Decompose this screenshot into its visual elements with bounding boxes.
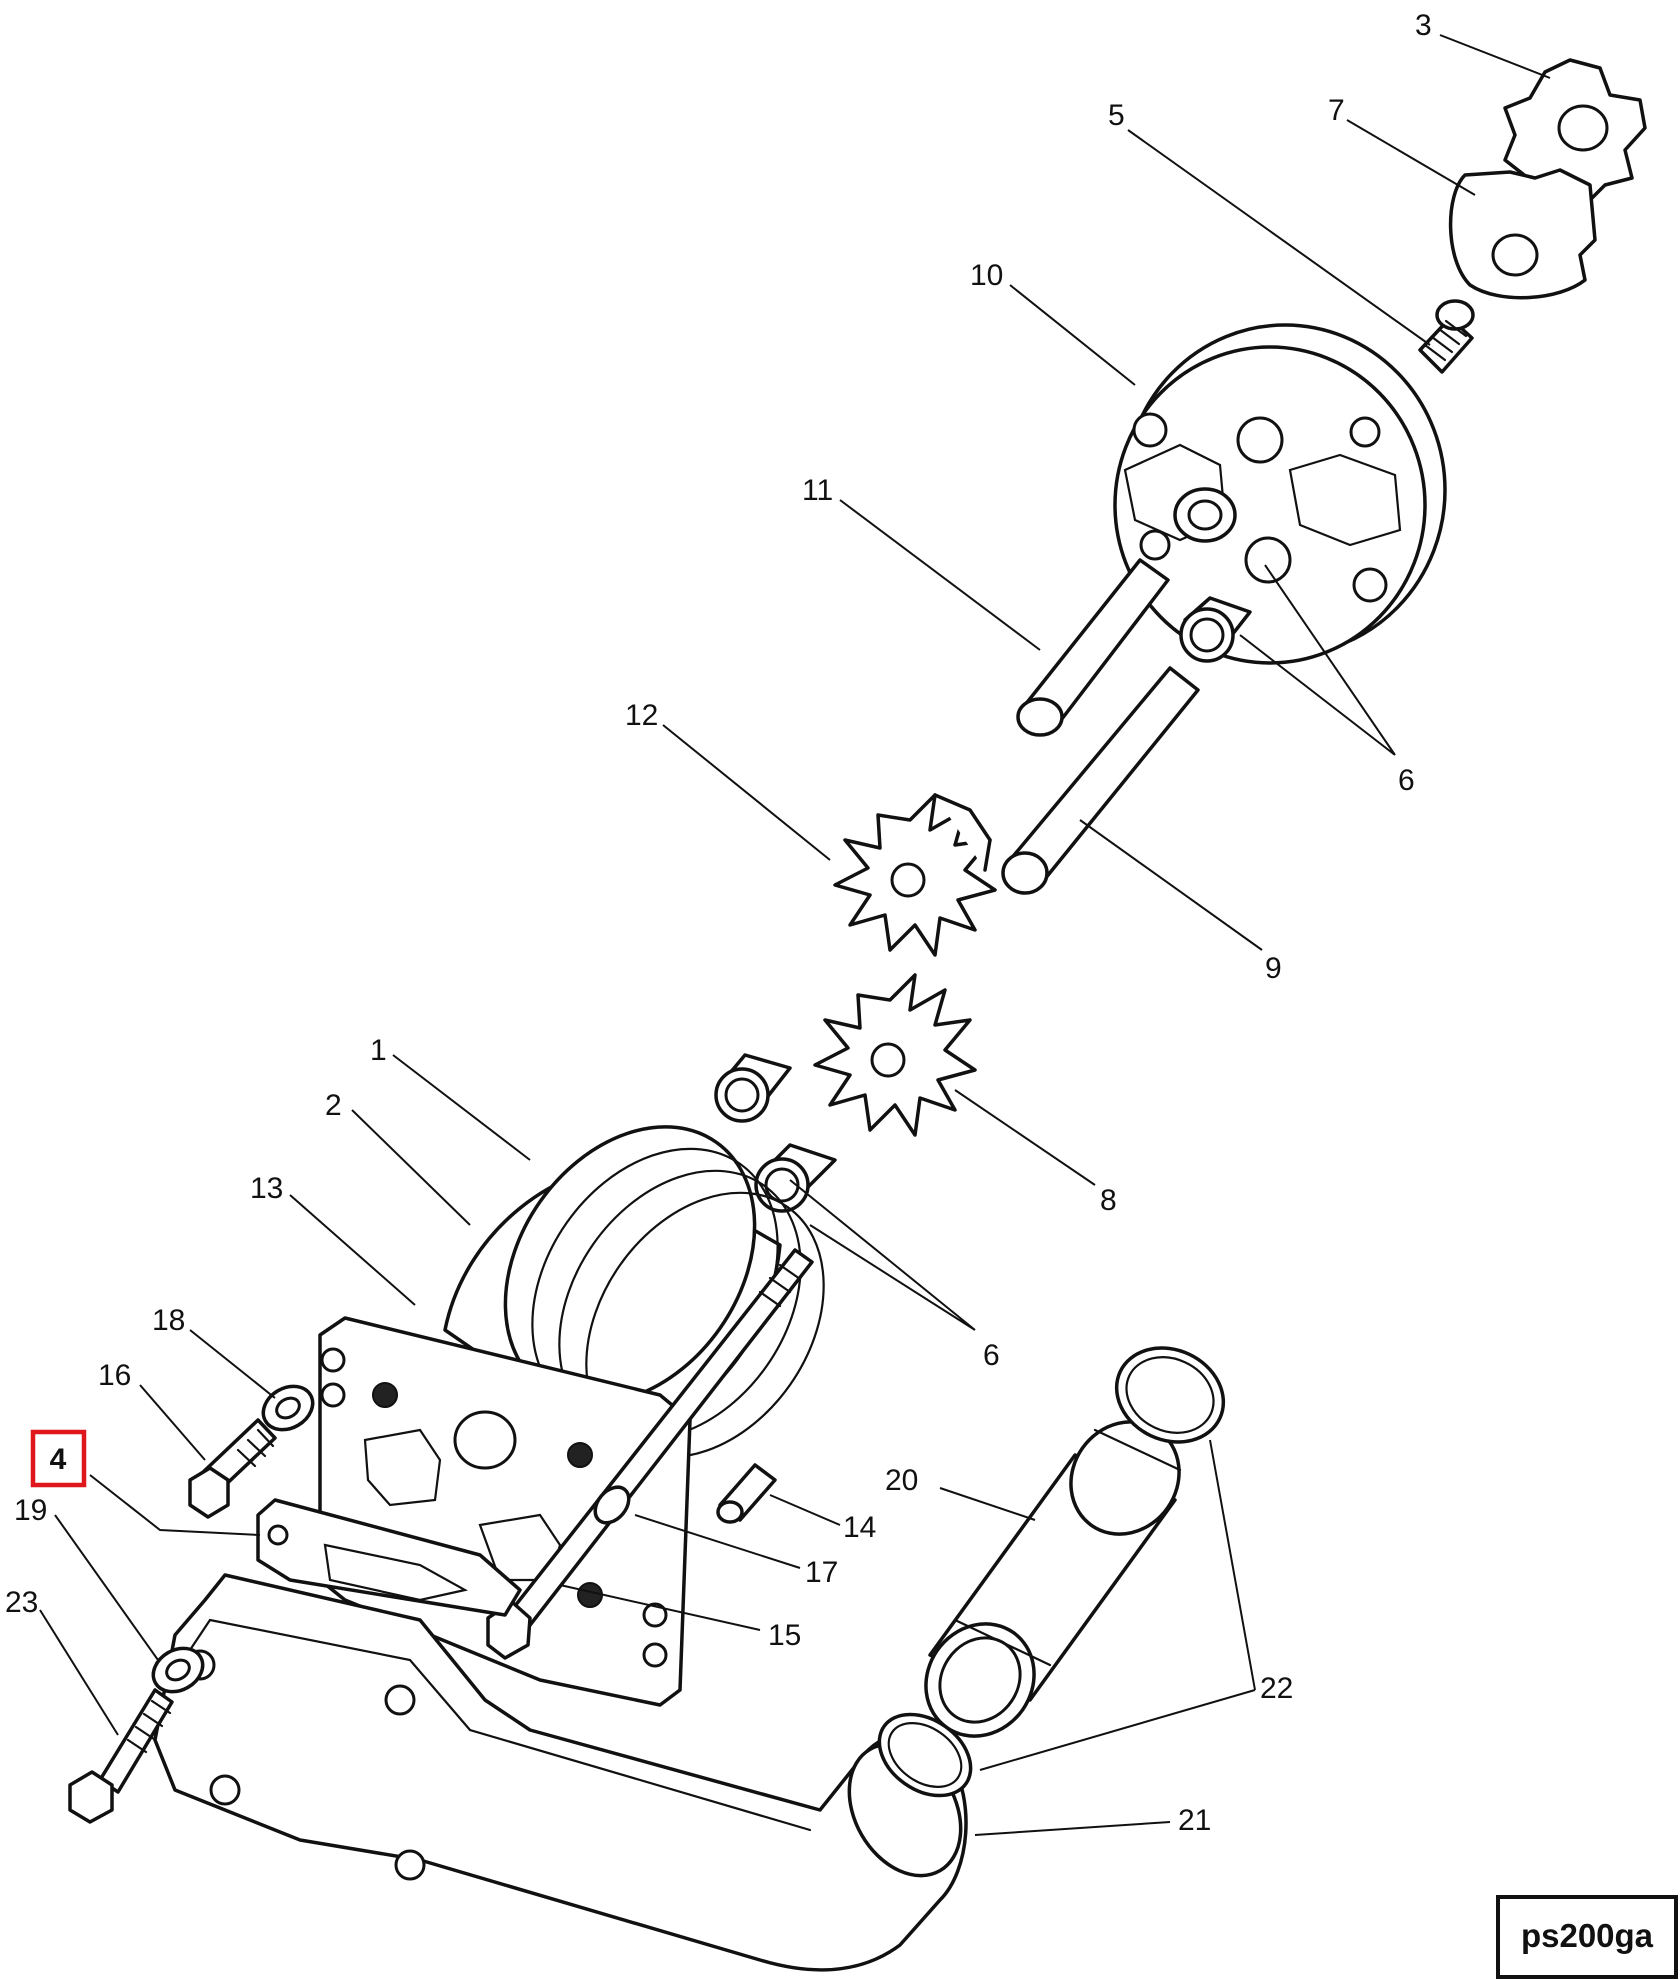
callout-9: 9 (1265, 952, 1282, 985)
leader-22 (979, 1439, 1256, 1771)
part-14-dowel (716, 1463, 777, 1524)
leader-23 (39, 1609, 119, 1736)
leader-12 (662, 724, 831, 861)
callout-23: 23 (5, 1586, 38, 1619)
callout-16: 16 (98, 1359, 131, 1392)
leader-1 (392, 1054, 531, 1161)
callout-11: 11 (802, 474, 833, 507)
callout-22: 22 (1260, 1672, 1293, 1705)
part-18-washer (261, 1384, 315, 1432)
drawing-code: ps200ga (1521, 1917, 1654, 1954)
leader-7 (1346, 119, 1476, 196)
leader-18 (189, 1329, 276, 1399)
leader-17 (634, 1514, 801, 1569)
part-21-tube (924, 1420, 1182, 1738)
part-13-flange-plate (318, 1316, 692, 1707)
leader-11 (839, 499, 1041, 651)
part-6-bush-upper (1179, 596, 1252, 663)
leader-6a (1239, 564, 1396, 756)
leader-4 (89, 1474, 261, 1536)
callout-17: 17 (805, 1556, 838, 1589)
callout-6-lower: 6 (983, 1339, 1000, 1372)
callout-3: 3 (1415, 9, 1432, 42)
leader-6b (789, 1179, 976, 1331)
drawing-code-box: ps200ga (1496, 1895, 1678, 1979)
part-9-shaft (1001, 666, 1200, 895)
part-22-o-ring-upper (1114, 1346, 1226, 1444)
leader-20 (974, 1821, 1171, 1836)
leader-2 (351, 1109, 471, 1226)
part-4-gasket (256, 1498, 522, 1617)
callout-7: 7 (1328, 94, 1345, 127)
callout-labels: 3 5 7 10 11 6 12 9 8 1 2 13 6 18 16 19 2… (5, 9, 1432, 1837)
leader-5 (1127, 129, 1431, 346)
callout-14: 14 (843, 1511, 876, 1544)
callout-4: 4 (50, 1443, 67, 1476)
part-15-stud (486, 1248, 814, 1660)
callout-15: 15 (768, 1619, 801, 1652)
leader-8 (954, 1089, 1096, 1186)
leader-16 (139, 1384, 206, 1461)
callout-5: 5 (1108, 99, 1125, 132)
leader-14 (769, 1494, 841, 1526)
leader-10 (1009, 284, 1136, 386)
callout-8: 8 (1100, 1184, 1117, 1217)
callout-10: 10 (970, 259, 1003, 292)
part-19-washer (151, 1646, 205, 1694)
callout-21: 20 (885, 1464, 918, 1497)
part-22-o-ring-lower (877, 1712, 973, 1798)
leader-13 (289, 1194, 416, 1306)
callout-6-upper: 6 (1398, 764, 1415, 797)
leader-lines (39, 34, 1551, 1836)
callout-19: 19 (14, 1494, 47, 1527)
leader-3 (1439, 34, 1551, 79)
leader-15 (559, 1584, 761, 1631)
leader-9 (1079, 819, 1263, 951)
callout-4-highlight-box (30, 1429, 87, 1488)
part-23-bolt (68, 1688, 174, 1824)
part-8-gear (813, 973, 977, 1137)
callout-13: 13 (250, 1172, 283, 1205)
part-16-bolt (188, 1418, 277, 1519)
part-10-pump-cover (1113, 323, 1447, 665)
callout-18: 18 (152, 1304, 185, 1337)
part-12-gear (833, 793, 997, 957)
part-7-drive-collar (1448, 168, 1597, 300)
part-6-bush-lower (714, 1053, 837, 1213)
callout-12: 12 (625, 699, 658, 732)
callout-20: 21 (1178, 1804, 1211, 1837)
part-11-shaft (1016, 558, 1170, 737)
leader-21 (939, 1487, 1036, 1521)
leader-19 (54, 1514, 159, 1661)
callout-2: 2 (325, 1089, 342, 1122)
part-5-screw (1418, 299, 1475, 374)
callout-1: 1 (370, 1034, 387, 1067)
